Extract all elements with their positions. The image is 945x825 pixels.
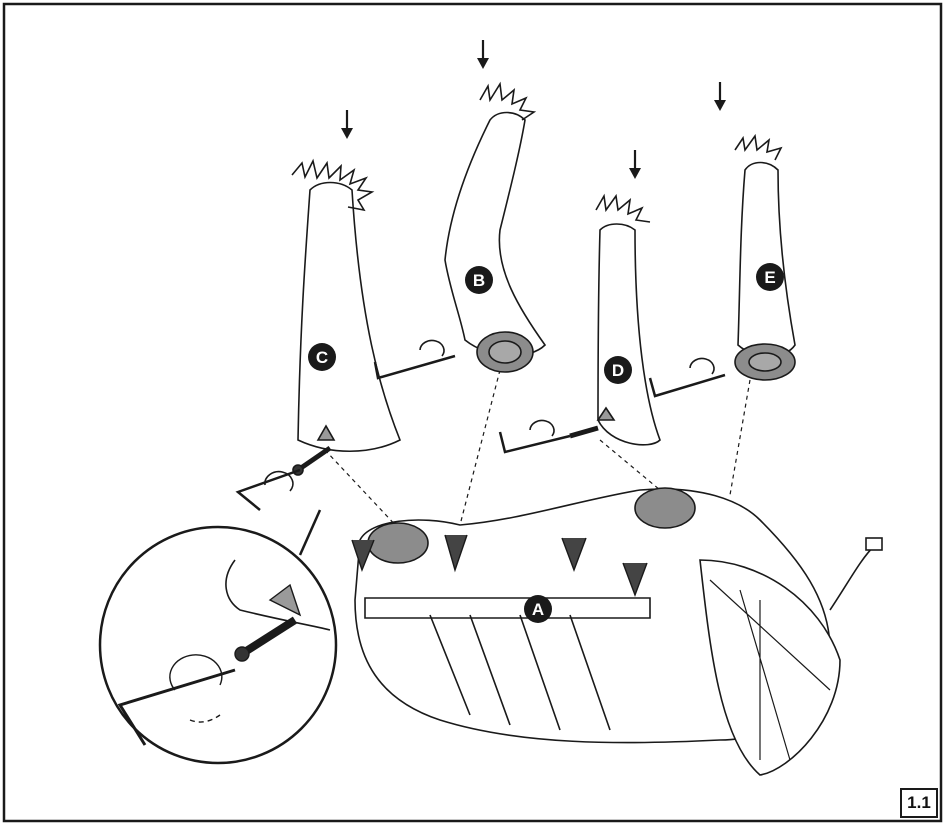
part-label: C xyxy=(316,348,328,367)
part-badge-c: C xyxy=(308,343,336,371)
part-label: D xyxy=(612,361,624,380)
arrow-icon xyxy=(341,110,353,139)
part-badge-b: B xyxy=(465,266,493,294)
leg-e xyxy=(648,133,796,398)
arrow-icon xyxy=(714,82,726,111)
downward-arrows xyxy=(341,40,726,179)
leg-c xyxy=(235,158,402,511)
part-label: A xyxy=(532,600,544,619)
tassels xyxy=(351,534,648,597)
part-label: E xyxy=(764,268,775,287)
part-badge-d: D xyxy=(604,356,632,384)
arrow-icon xyxy=(477,40,489,69)
step-number-badge: 1.1 xyxy=(900,788,938,818)
body-a xyxy=(354,487,883,776)
leg-d xyxy=(498,193,661,454)
part-badge-e: E xyxy=(756,263,784,291)
alignment-guides xyxy=(324,369,751,531)
part-label: B xyxy=(473,271,485,290)
leg-b xyxy=(373,81,547,380)
arrow-icon xyxy=(629,150,641,179)
part-badge-a: A xyxy=(524,595,552,623)
detail-inset xyxy=(98,509,338,765)
